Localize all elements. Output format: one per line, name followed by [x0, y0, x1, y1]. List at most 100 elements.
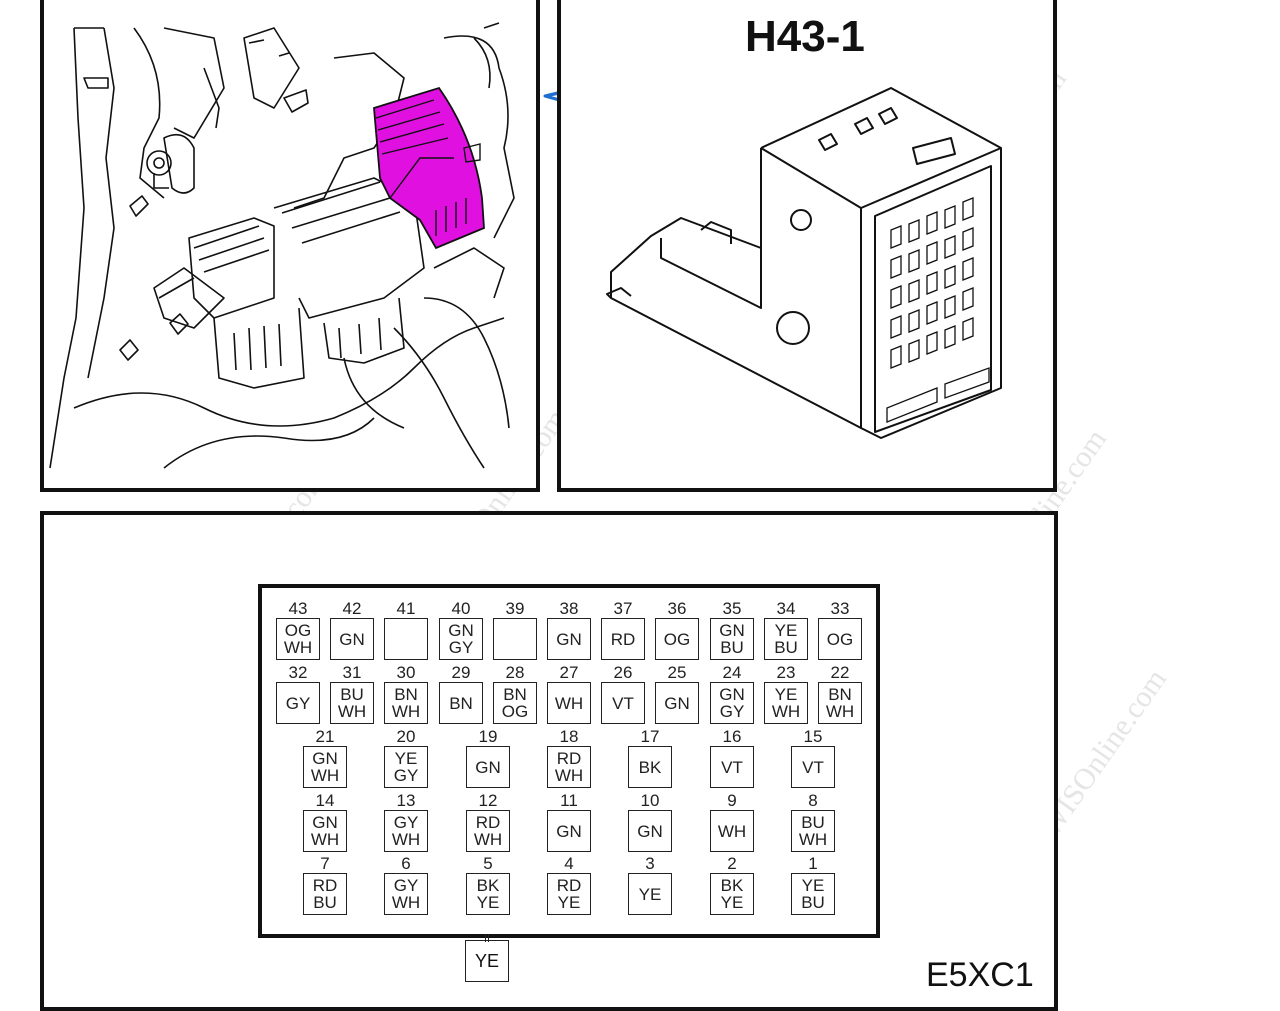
pin-number: 15	[803, 727, 823, 746]
wire-color-code: VT	[721, 757, 743, 777]
pin-number: 22	[830, 663, 850, 682]
pin-number: 6	[401, 854, 411, 873]
pin-number: 26	[613, 663, 633, 682]
wire-color-code: GY	[719, 702, 745, 721]
pin-cell: GN	[628, 810, 672, 852]
wire-color-code: OG	[284, 621, 312, 640]
tail-pin-box: YE	[465, 940, 509, 982]
wire-color-code: YE	[638, 884, 662, 904]
pin-number: 35	[722, 599, 742, 618]
wire-color-code: VT	[612, 693, 634, 713]
wire-color-code: OG	[663, 629, 691, 649]
wire-color-code: YE	[720, 893, 744, 912]
pin-number: 12	[478, 791, 498, 810]
pin-cell: WH	[547, 682, 591, 724]
dashboard-location-drawing	[49, 22, 515, 469]
wire-color-code: YE	[774, 621, 798, 640]
wire-color-code: GN	[637, 821, 663, 841]
wire-color-code: YE	[394, 749, 418, 768]
wire-color-code: YE	[774, 685, 798, 704]
pin-number: 20	[396, 727, 416, 746]
wire-color-code: WH	[391, 830, 421, 849]
wire-color-code: RD	[610, 629, 636, 649]
pin-number: 37	[613, 599, 633, 618]
pin-cell: OG	[818, 618, 862, 660]
wire-color-code: RD	[556, 749, 582, 768]
wire-color-code: YE	[476, 893, 500, 912]
wire-color-code: BU	[340, 685, 364, 704]
pin-number: 9	[727, 791, 737, 810]
pin-number: 43	[288, 599, 308, 618]
pin-number: 3	[645, 854, 655, 873]
wire-color-code: GN	[556, 821, 582, 841]
pin-number: 36	[667, 599, 687, 618]
wire-color-code: WH	[825, 702, 855, 721]
wire-color-code: BU	[313, 893, 337, 912]
wire-color-code: BU	[801, 813, 825, 832]
wire-color-code: BN	[503, 685, 527, 704]
pin-number: 5	[483, 854, 493, 873]
wire-color-code: BN	[394, 685, 418, 704]
pin-number: 2	[727, 854, 737, 873]
wire-color-code: BK	[476, 876, 500, 895]
pin-number: 41	[396, 599, 416, 618]
pin-number: 42	[342, 599, 362, 618]
pin-cell: GN	[547, 618, 591, 660]
pin-number: 7	[320, 854, 330, 873]
wire-color-code: BU	[801, 893, 825, 912]
diagram-code: E5XC1	[926, 956, 1034, 994]
pin-number: 14	[315, 791, 335, 810]
pin-number: 23	[776, 663, 796, 682]
connector-title: H43-1	[745, 12, 865, 61]
pin-number: 28	[505, 663, 525, 682]
wire-color-code: BN	[828, 685, 852, 704]
wire-color-code: BK	[638, 757, 662, 777]
pin-number: 32	[288, 663, 308, 682]
wire-color-code: WH	[554, 693, 584, 713]
pin-number: 1	[808, 854, 818, 873]
pin-cell: VT	[791, 746, 835, 788]
wire-color-code: YE	[801, 876, 825, 895]
wire-color-code: GN	[556, 629, 582, 649]
wire-color-code: WH	[391, 702, 421, 721]
wire-color-code: WH	[717, 821, 747, 841]
pin-number: 34	[776, 599, 796, 618]
pin-cell: GY	[276, 682, 320, 724]
pin-number: 40	[451, 599, 471, 618]
wire-color-code: WH	[310, 766, 340, 785]
wire-color-code: GY	[448, 638, 474, 657]
wire-color-code: YE	[557, 893, 581, 912]
wire-color-code: GN	[312, 749, 338, 768]
highlighted-connector	[373, 86, 485, 250]
pin-cell: GN	[655, 682, 699, 724]
pin-number: 31	[342, 663, 362, 682]
pin-cell: GN	[466, 746, 510, 788]
wire-color-code: RD	[312, 876, 338, 895]
pin-number: 33	[830, 599, 850, 618]
wire-color-code: WH	[554, 766, 584, 785]
wire-color-code: GN	[719, 685, 745, 704]
connector-housing-drawing	[606, 87, 1002, 439]
wire-color-code: WH	[798, 830, 828, 849]
pin-cell: OG	[655, 618, 699, 660]
pin-number: 21	[315, 727, 335, 746]
wire-color-code: RD	[556, 876, 582, 895]
